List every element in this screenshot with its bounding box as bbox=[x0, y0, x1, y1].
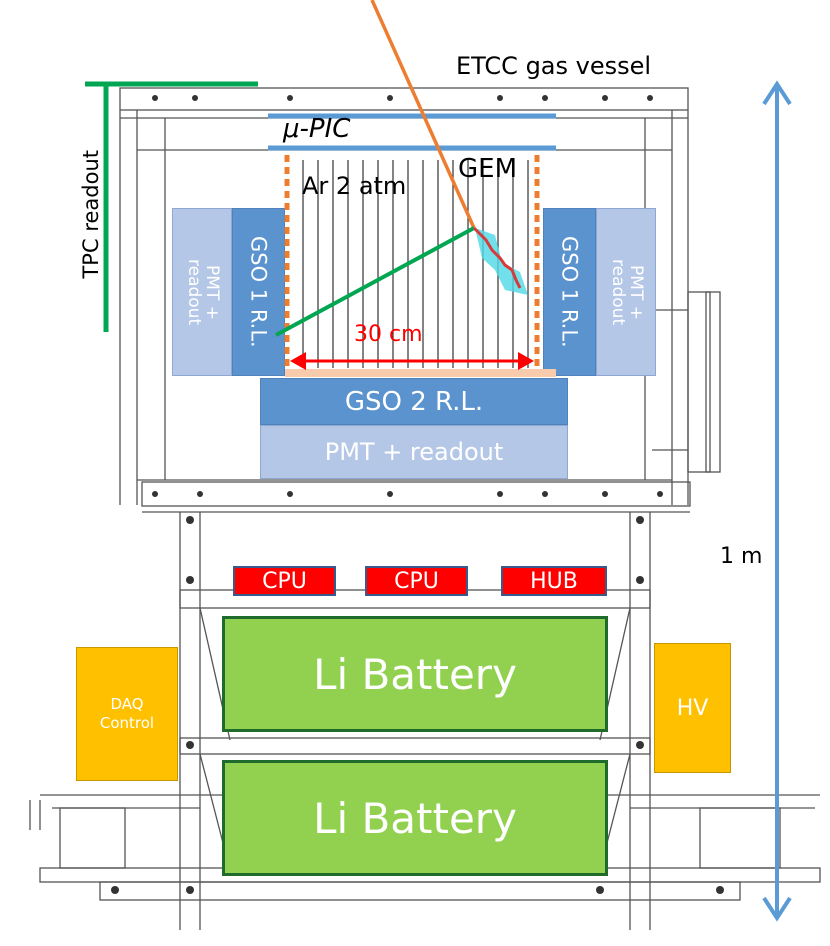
cathode-plate bbox=[285, 369, 556, 377]
etcc-gas-vessel-label: ETCC gas vessel bbox=[456, 52, 652, 80]
pmt-readout-right: PMT + readout bbox=[596, 208, 656, 376]
daq-control-box: DAQ Control bbox=[76, 647, 178, 781]
dimension-30cm-label: 30 cm bbox=[354, 322, 423, 347]
gso-left: GSO 1 R.L. bbox=[232, 208, 285, 376]
recoil-electron-track bbox=[472, 226, 522, 289]
cpu-box-1: CPU bbox=[233, 566, 336, 596]
cpu-box-2: CPU bbox=[365, 566, 468, 596]
li-battery-1: Li Battery bbox=[222, 616, 608, 732]
gso-right: GSO 1 R.L. bbox=[543, 208, 596, 376]
hub-box: HUB bbox=[501, 566, 607, 596]
upic-label: μ-PIC bbox=[283, 114, 351, 144]
hv-box: HV bbox=[654, 643, 731, 773]
li-battery-2: Li Battery bbox=[222, 760, 608, 876]
incoming-gamma-track bbox=[370, 0, 476, 229]
pmt-readout-left: PMT + readout bbox=[172, 208, 232, 376]
gso-bottom: GSO 2 R.L. bbox=[260, 378, 568, 425]
gas-label: Ar 2 atm bbox=[302, 172, 407, 200]
gem-label: GEM bbox=[458, 154, 518, 184]
height-label: 1 m bbox=[720, 544, 763, 569]
scattered-gamma-track bbox=[275, 226, 475, 337]
pmt-readout-bottom: PMT + readout bbox=[260, 425, 568, 479]
